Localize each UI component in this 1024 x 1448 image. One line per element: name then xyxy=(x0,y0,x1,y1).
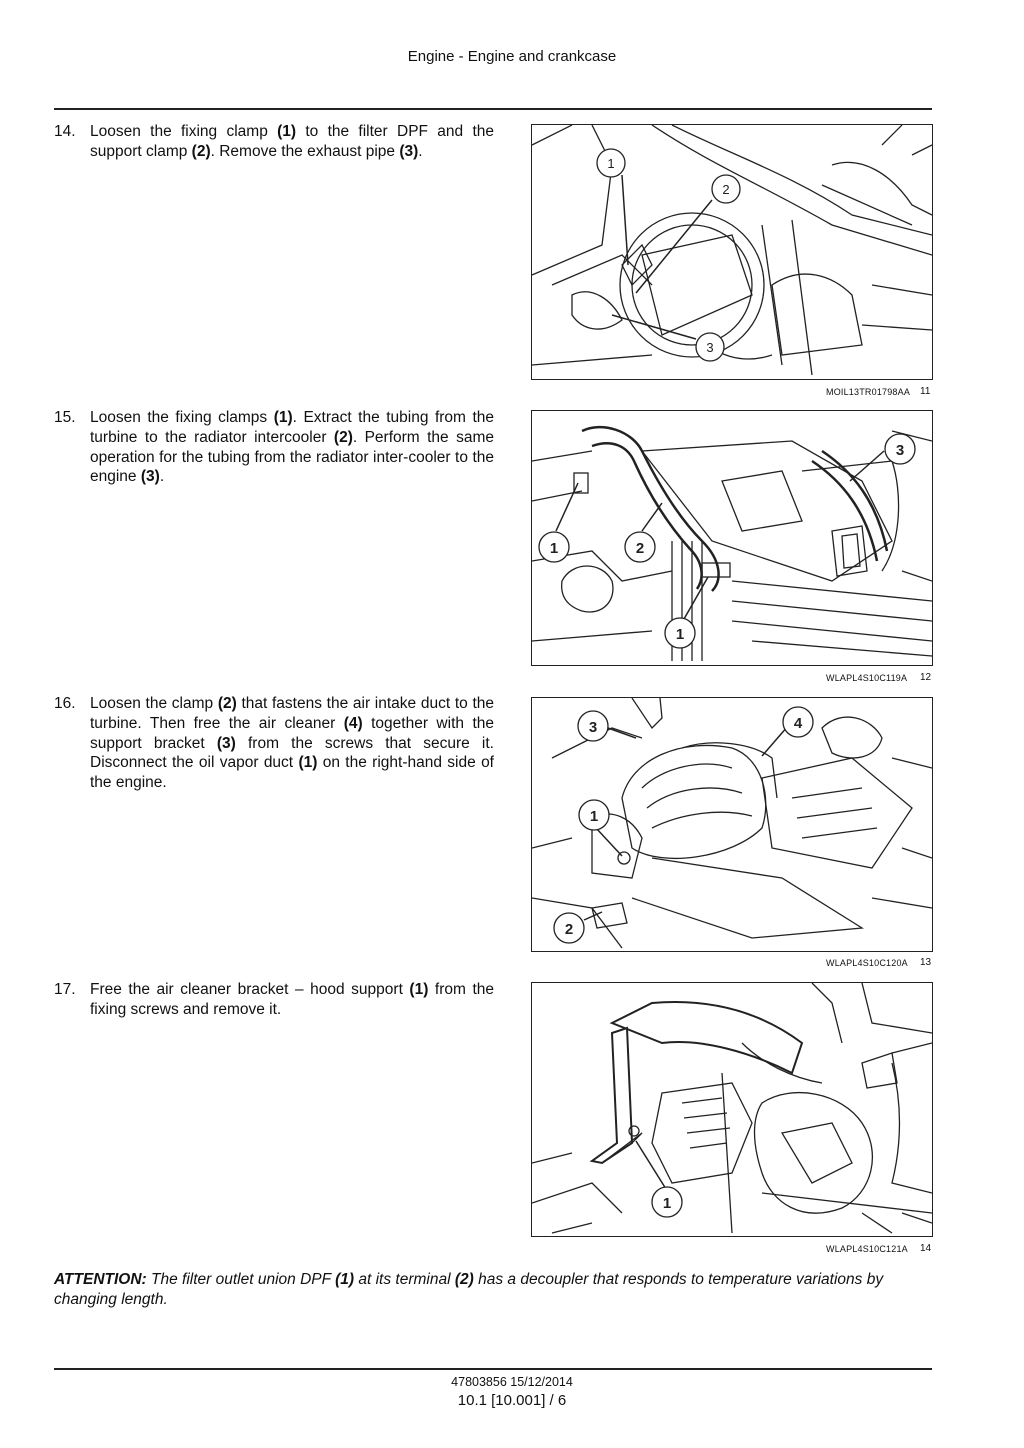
step-text: Free the air cleaner bracket – hood supp… xyxy=(90,981,494,1018)
figure-12-illustration: 1 2 1 3 xyxy=(531,410,933,666)
step-number: 14. xyxy=(54,123,76,140)
figure-12-number: 12 xyxy=(920,672,932,683)
figure-13-caption: WLAPL4S10C120A xyxy=(826,958,908,968)
svg-text:2: 2 xyxy=(722,182,729,197)
header-rule xyxy=(54,108,932,110)
svg-text:3: 3 xyxy=(896,442,904,459)
callout-1: 1 xyxy=(578,799,610,831)
step-16: 16. Loosen the clamp (2) that fastens th… xyxy=(54,694,494,793)
figure-13-number: 13 xyxy=(920,957,932,968)
page-header: Engine - Engine and crankcase xyxy=(407,48,617,65)
figure-12-caption: WLAPL4S10C119A xyxy=(826,673,908,683)
figure-14-illustration: 1 xyxy=(531,982,933,1237)
callout-2: 2 xyxy=(624,531,656,563)
step-text: Loosen the fixing clamp (1) to the filte… xyxy=(90,123,494,160)
svg-text:4: 4 xyxy=(794,715,803,732)
step-17: 17. Free the air cleaner bracket – hood … xyxy=(54,980,494,1020)
page-number: 10.1 [10.001] / 6 xyxy=(457,1392,567,1409)
step-text: Loosen the fixing clamps (1). Extract th… xyxy=(90,409,495,486)
callout-1: 1 xyxy=(596,148,626,178)
svg-text:1: 1 xyxy=(607,156,614,171)
step-text: Loosen the clamp (2) that fastens the ai… xyxy=(90,695,494,792)
callout-1-lower: 1 xyxy=(664,617,696,649)
footer-rule xyxy=(54,1368,932,1370)
callout-3: 3 xyxy=(884,433,916,465)
step-number: 15. xyxy=(54,409,76,426)
attention-text: The filter outlet union DPF (1) at its t… xyxy=(54,1271,884,1308)
figure-11-number: 11 xyxy=(920,386,931,397)
svg-text:2: 2 xyxy=(565,921,573,938)
svg-text:2: 2 xyxy=(636,540,644,557)
figure-11-caption: MOIL13TR01798AA xyxy=(826,387,911,397)
step-number: 16. xyxy=(54,695,76,712)
callout-3: 3 xyxy=(695,332,725,362)
figure-14-number: 14 xyxy=(920,1243,932,1254)
step-number: 17. xyxy=(54,981,76,998)
step-14: 14. Loosen the fixing clamp (1) to the f… xyxy=(54,122,494,162)
callout-4: 4 xyxy=(782,706,814,738)
svg-text:3: 3 xyxy=(589,719,597,736)
svg-text:1: 1 xyxy=(663,1195,671,1212)
svg-text:3: 3 xyxy=(706,340,713,355)
callout-2: 2 xyxy=(553,912,585,944)
callout-1: 1 xyxy=(651,1186,683,1218)
callout-3: 3 xyxy=(577,710,609,742)
svg-text:1: 1 xyxy=(550,540,558,557)
callout-2: 2 xyxy=(711,174,741,204)
figure-14-caption: WLAPL4S10C121A xyxy=(826,1244,908,1254)
document-id: 47803856 15/12/2014 xyxy=(451,1375,573,1389)
figure-13-illustration: 3 4 1 2 xyxy=(531,697,933,952)
svg-text:1: 1 xyxy=(676,626,684,643)
attention-note: ATTENTION: The filter outlet union DPF (… xyxy=(54,1270,932,1310)
figure-11-illustration: 1 2 3 xyxy=(531,124,933,380)
svg-text:1: 1 xyxy=(590,808,598,825)
attention-label: ATTENTION: xyxy=(54,1271,147,1288)
callout-1: 1 xyxy=(538,531,570,563)
step-15: 15. Loosen the fixing clamps (1). Extrac… xyxy=(54,408,494,487)
